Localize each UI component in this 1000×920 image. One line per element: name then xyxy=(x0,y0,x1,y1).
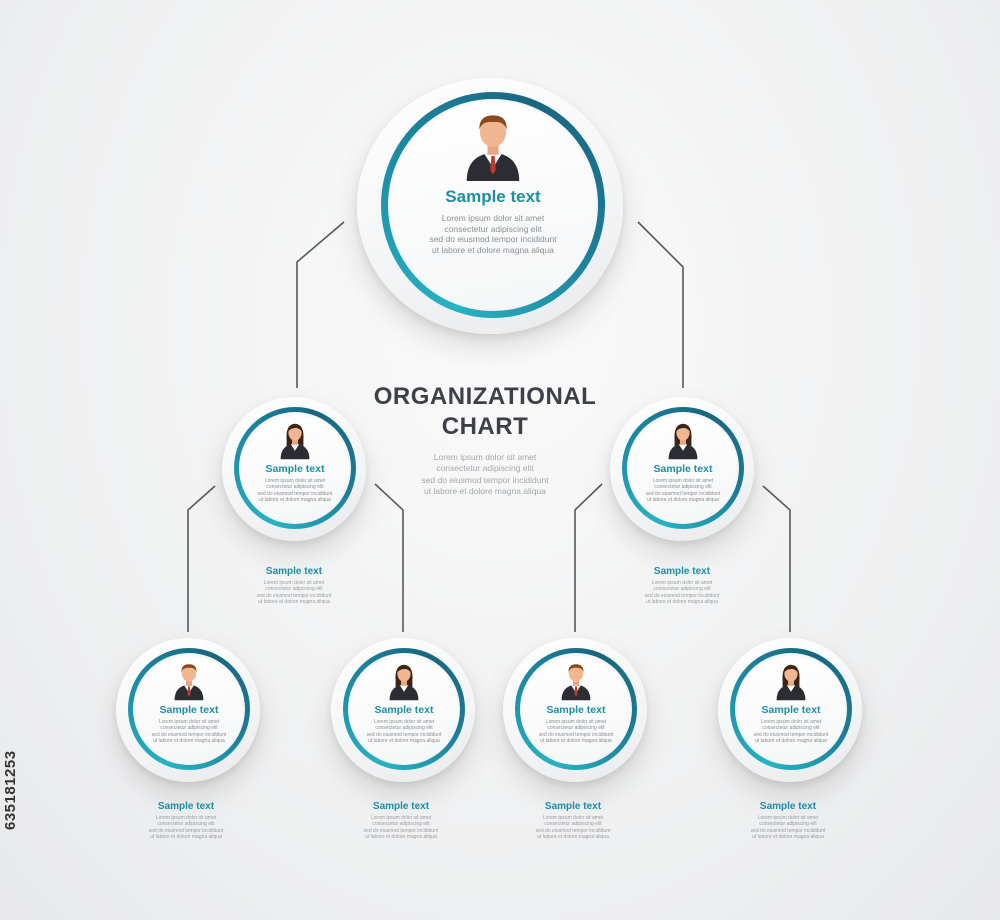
caption-title: Sample text xyxy=(653,566,711,577)
caption-title: Sample text xyxy=(265,566,323,577)
caption-text: Lorem ipsum dolor sit amet consectetur a… xyxy=(644,580,720,605)
chart-heading: ORGANIZATIONAL CHART xyxy=(350,382,620,442)
connector-top-to-right xyxy=(637,221,684,388)
node-mid-left-caption: Sample text Lorem ipsum dolor sit amet c… xyxy=(224,566,364,605)
node-title: Sample text xyxy=(265,463,325,475)
node-mid-right-caption: Sample text Lorem ipsum dolor sit amet c… xyxy=(612,566,752,605)
caption-text: Lorem ipsum dolor sit amet consectetur a… xyxy=(256,580,332,605)
node-title: Sample text xyxy=(159,704,219,716)
heading-description: Lorem ipsum dolor sit amet consectetur a… xyxy=(421,452,549,497)
node-bottom-1[interactable]: Sample text Lorem ipsum dolor sit amet c… xyxy=(116,638,260,782)
connector-left-to-bottom-2 xyxy=(374,483,404,632)
node-content: Sample text Lorem ipsum dolor sit amet c… xyxy=(520,653,632,765)
connector-left-to-bottom-1 xyxy=(187,485,216,632)
caption-title: Sample text xyxy=(544,801,602,812)
node-text: Lorem ipsum dolor sit amet consectetur a… xyxy=(753,719,829,744)
heading-line-2: CHART xyxy=(441,413,529,440)
node-title: Sample text xyxy=(374,704,434,716)
female-avatar-icon xyxy=(668,423,698,460)
node-bottom-4-caption: Sample text Lorem ipsum dolor sit amet c… xyxy=(718,801,858,840)
caption-text: Lorem ipsum dolor sit amet consectetur a… xyxy=(535,815,611,840)
caption-text: Lorem ipsum dolor sit amet consectetur a… xyxy=(148,815,224,840)
caption-title: Sample text xyxy=(157,801,215,812)
node-text: Lorem ipsum dolor sit amet consectetur a… xyxy=(151,719,227,744)
node-mid-right[interactable]: Sample text Lorem ipsum dolor sit amet c… xyxy=(610,397,754,541)
node-text: Lorem ipsum dolor sit amet consectetur a… xyxy=(645,478,721,503)
node-title: Sample text xyxy=(653,463,713,475)
caption-text: Lorem ipsum dolor sit amet consectetur a… xyxy=(750,815,826,840)
node-top[interactable]: Sample text Lorem ipsum dolor sit amet c… xyxy=(357,78,623,334)
node-title: Sample text xyxy=(546,704,606,716)
node-title: Sample text xyxy=(761,704,821,716)
node-text: Lorem ipsum dolor sit amet consectetur a… xyxy=(538,719,614,744)
male-avatar-icon xyxy=(174,664,204,701)
connector-right-to-bottom-4 xyxy=(762,485,791,632)
female-avatar-icon xyxy=(389,664,419,701)
female-avatar-icon xyxy=(280,423,310,460)
node-mid-left[interactable]: Sample text Lorem ipsum dolor sit amet c… xyxy=(222,397,366,541)
node-bottom-3[interactable]: Sample text Lorem ipsum dolor sit amet c… xyxy=(503,638,647,782)
node-content: Sample text Lorem ipsum dolor sit amet c… xyxy=(239,412,351,524)
caption-text: Lorem ipsum dolor sit amet consectetur a… xyxy=(363,815,439,840)
node-text: Lorem ipsum dolor sit amet consectetur a… xyxy=(429,213,557,255)
node-text: Lorem ipsum dolor sit amet consectetur a… xyxy=(366,719,442,744)
node-bottom-4[interactable]: Sample text Lorem ipsum dolor sit amet c… xyxy=(718,638,862,782)
node-title: Sample text xyxy=(445,187,541,206)
stock-id-label: 635181253 xyxy=(2,750,19,830)
caption-title: Sample text xyxy=(759,801,817,812)
female-avatar-icon xyxy=(776,664,806,701)
connector-right-to-bottom-3 xyxy=(574,483,603,632)
male-avatar-icon xyxy=(561,664,591,701)
caption-title: Sample text xyxy=(372,801,430,812)
node-top-content: Sample text Lorem ipsum dolor sit amet c… xyxy=(388,99,598,311)
node-bottom-2[interactable]: Sample text Lorem ipsum dolor sit amet c… xyxy=(331,638,475,782)
node-content: Sample text Lorem ipsum dolor sit amet c… xyxy=(627,412,739,524)
heading-line-1: ORGANIZATIONAL xyxy=(373,383,597,410)
node-text: Lorem ipsum dolor sit amet consectetur a… xyxy=(257,478,333,503)
node-bottom-3-caption: Sample text Lorem ipsum dolor sit amet c… xyxy=(503,801,643,840)
node-content: Sample text Lorem ipsum dolor sit amet c… xyxy=(735,653,847,765)
node-content: Sample text Lorem ipsum dolor sit amet c… xyxy=(348,653,460,765)
node-bottom-2-caption: Sample text Lorem ipsum dolor sit amet c… xyxy=(331,801,471,840)
node-content: Sample text Lorem ipsum dolor sit amet c… xyxy=(133,653,245,765)
node-bottom-1-caption: Sample text Lorem ipsum dolor sit amet c… xyxy=(116,801,256,840)
male-avatar-icon xyxy=(466,115,520,181)
connector-top-to-left xyxy=(296,221,345,388)
